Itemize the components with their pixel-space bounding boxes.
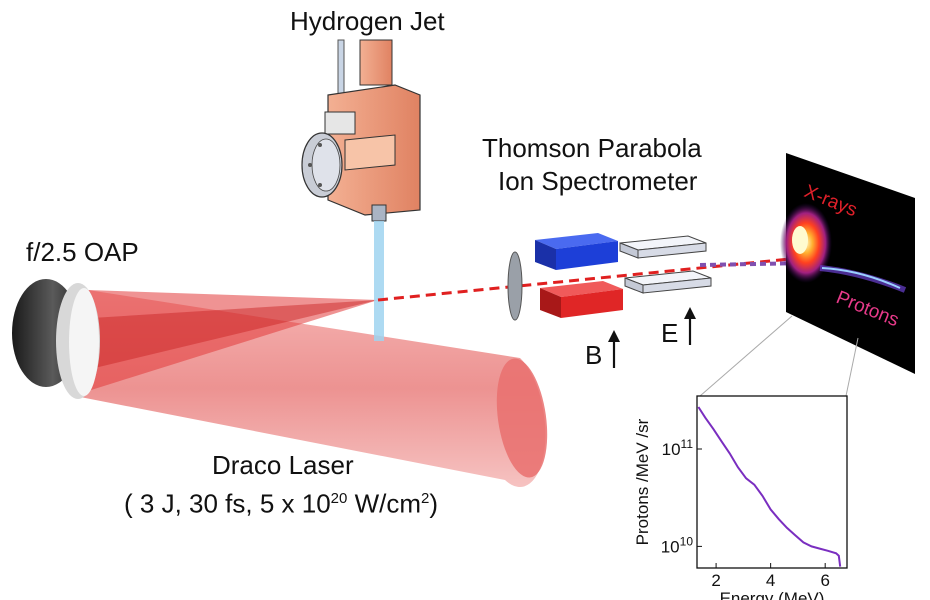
hydrogen-jet-label: Hydrogen Jet	[290, 6, 445, 36]
e-field-arrow	[684, 307, 696, 345]
laser-params-open: ( 3 J, 30 fs, 5 x 10	[124, 488, 331, 519]
oap-label: f/2.5 OAP	[26, 237, 139, 267]
x-axis-label: Energy (MeV)	[720, 589, 825, 600]
laser-params-label: ( 3 J, 30 fs, 5 x 1020 W/cm2)	[124, 484, 438, 519]
callout-line-right	[845, 337, 859, 397]
b-field-label: B	[585, 340, 603, 370]
electrode-top	[619, 235, 707, 259]
y-tick-label-0: 1010	[661, 534, 694, 556]
electrode-bottom	[624, 270, 712, 294]
pinhole-aperture	[507, 251, 523, 321]
y-tick-label-1: 1011	[662, 437, 694, 459]
chart-frame	[696, 395, 848, 569]
spectrum-series-line-0	[697, 406, 842, 567]
hydrogen-jet-nozzle	[301, 39, 421, 222]
y-axis-label: Protons /MeV /sr	[633, 418, 652, 545]
detector-screen	[780, 153, 915, 374]
spectrometer-label-line2: Ion Spectrometer	[498, 166, 698, 196]
x-tick-label-2: 6	[820, 571, 829, 590]
spectrometer-label-line1: Thomson Parabola	[482, 133, 702, 163]
callout-line-left	[699, 315, 793, 397]
laser-params-exp: 20	[330, 490, 348, 507]
laser-params-mid: W/cm	[347, 488, 421, 519]
magnet-top	[535, 233, 618, 270]
x-tick-label-0: 2	[711, 571, 720, 590]
oap-mirror	[12, 279, 100, 399]
x-tick-label-1: 4	[766, 571, 775, 590]
hydrogen-jet-stream	[374, 221, 384, 341]
beam-path-line	[377, 256, 801, 302]
laser-params-sq: 2	[421, 490, 430, 507]
b-field-arrow	[608, 330, 620, 368]
laser-name-label: Draco Laser	[212, 450, 354, 480]
magnet-bottom	[540, 281, 623, 318]
focusing-cone	[72, 290, 378, 396]
e-field-label: E	[661, 318, 679, 348]
laser-params-close: )	[429, 488, 439, 519]
